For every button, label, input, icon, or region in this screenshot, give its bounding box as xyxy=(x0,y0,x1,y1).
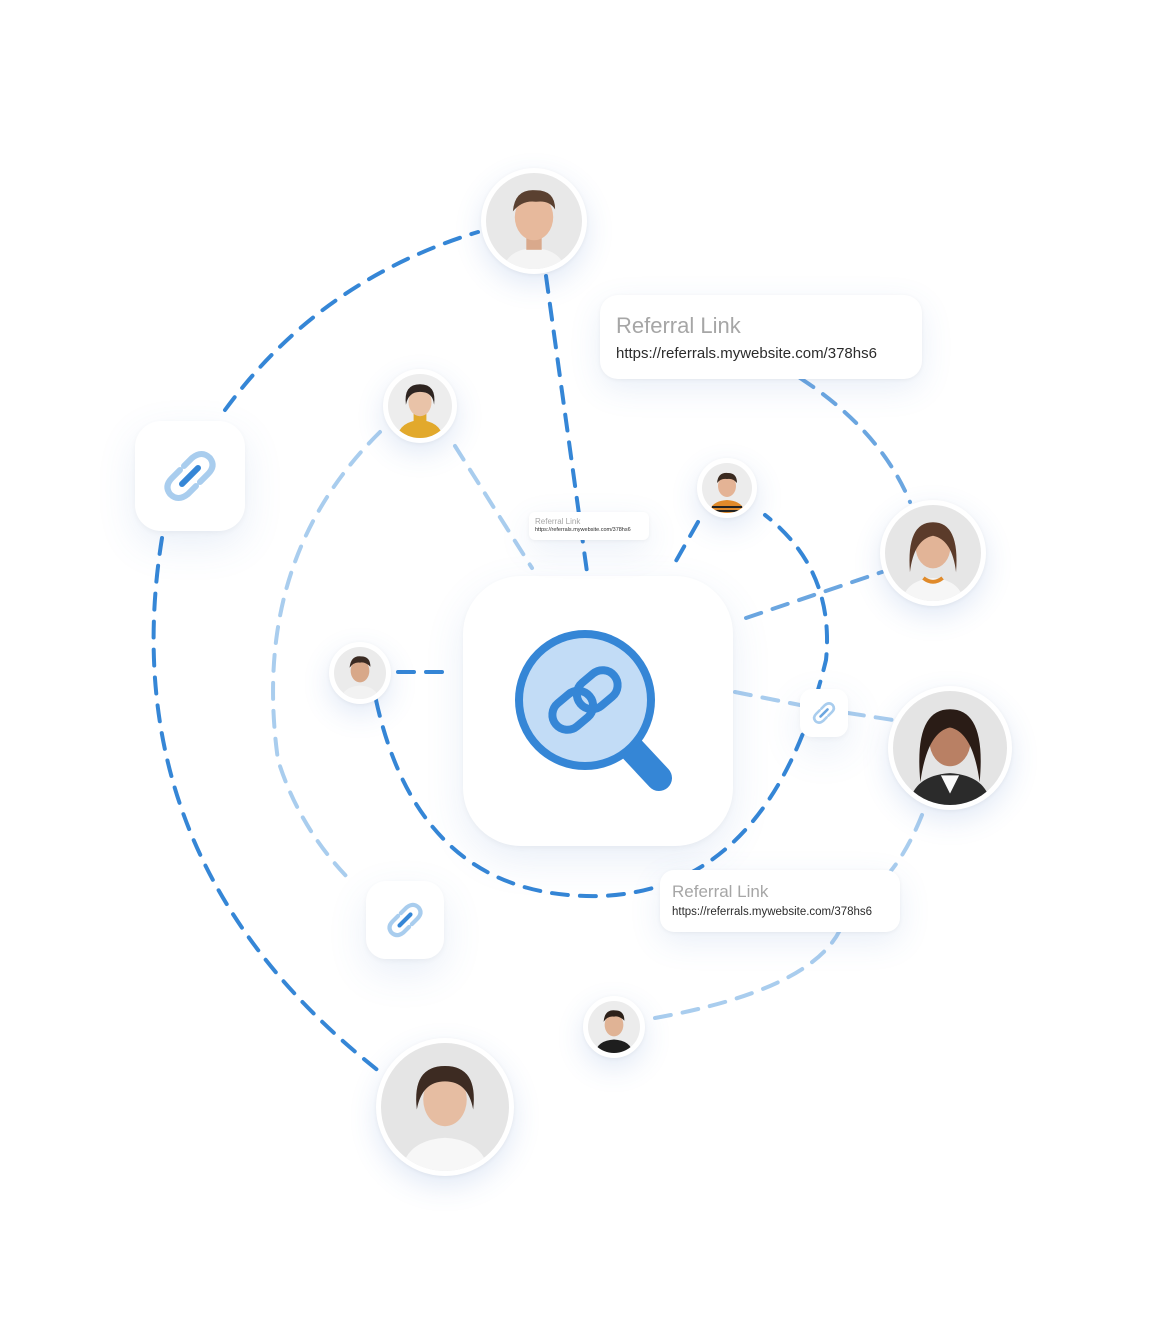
spoke-lower-right xyxy=(733,690,802,707)
outer-orbit-top xyxy=(223,230,480,412)
link-card-lower-left xyxy=(366,881,444,959)
link-card-small-right xyxy=(800,689,848,737)
spoke-upper-right xyxy=(670,520,700,570)
middle-orbit-top xyxy=(271,430,382,884)
avatar-top-man xyxy=(481,168,587,274)
avatar-woman-white-tee xyxy=(880,500,986,606)
middle-orbit-bottom xyxy=(653,928,842,1020)
spoke-upper-left xyxy=(453,444,534,570)
referral-card-medium: Referral Link https://referrals.mywebsit… xyxy=(660,870,900,932)
link-icon xyxy=(164,451,216,501)
link-icon xyxy=(812,702,836,724)
spoke-lower-right-2 xyxy=(846,711,895,722)
referral-connector-2 xyxy=(888,813,924,874)
referral-card-title: Referral Link xyxy=(672,882,769,901)
referral-card-title: Referral Link xyxy=(616,313,741,338)
referral-card-url: https://referrals.mywebsite.com/378hs6 xyxy=(535,527,631,533)
avatar-woman-blazer xyxy=(888,686,1012,810)
avatar-woman-bottom xyxy=(376,1038,514,1176)
avatar-man-left xyxy=(329,642,391,704)
outer-orbit-left xyxy=(151,536,382,1074)
referral-card-url: https://referrals.mywebsite.com/378hs6 xyxy=(616,345,877,362)
magnifier-link-icon xyxy=(515,630,672,791)
center-search-card xyxy=(463,576,733,846)
link-card-left xyxy=(135,421,245,531)
referral-card-title: Referral Link xyxy=(535,517,581,526)
link-icon xyxy=(387,902,423,938)
avatar-boy-striped xyxy=(697,458,757,518)
referral-connector-1 xyxy=(798,376,912,504)
spoke-right xyxy=(744,570,884,620)
spoke-top xyxy=(544,274,589,574)
referral-card-large: Referral Link https://referrals.mywebsit… xyxy=(600,295,922,379)
avatar-man-bottom xyxy=(583,996,645,1058)
referral-card-url: https://referrals.mywebsite.com/378hs6 xyxy=(672,906,873,918)
inner-orbit xyxy=(374,513,829,899)
avatar-woman-yellow xyxy=(383,369,457,443)
referral-card-small: Referral Link https://referrals.mywebsit… xyxy=(529,512,649,540)
